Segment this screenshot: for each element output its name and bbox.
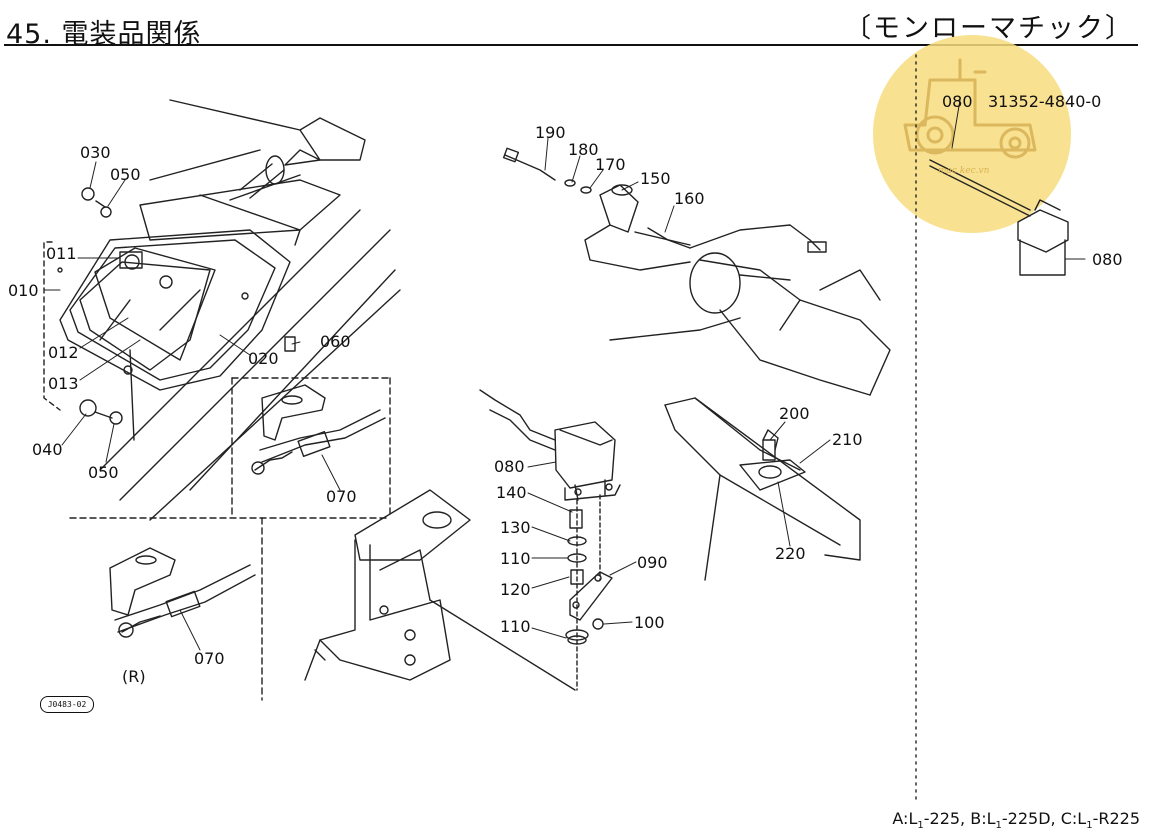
label-030: 030 <box>80 143 111 162</box>
label-190: 190 <box>535 123 566 142</box>
model-a-rest: -225, <box>923 809 966 828</box>
label-080-top: 080 <box>942 92 973 111</box>
label-070-lower: 070 <box>194 649 225 668</box>
label-040: 040 <box>32 440 63 459</box>
bracket-010 <box>43 241 61 411</box>
label-110-lower: 110 <box>500 617 531 636</box>
label-060: 060 <box>320 332 351 351</box>
model-a-sub: 1 <box>917 820 924 831</box>
label-080-center: 080 <box>494 457 525 476</box>
label-070-upper: 070 <box>326 487 357 506</box>
label-130: 130 <box>500 518 531 537</box>
label-140: 140 <box>496 483 527 502</box>
model-b: B:L <box>970 809 996 828</box>
label-012: 012 <box>48 343 79 362</box>
label-010: 010 <box>8 281 39 300</box>
header-divider <box>4 44 1138 46</box>
model-c: C:L <box>1060 809 1087 828</box>
label-220: 220 <box>775 544 806 563</box>
watermark-tractor <box>903 58 1037 159</box>
sensor-070-upper <box>251 384 386 475</box>
bracket-assembly <box>304 489 576 691</box>
model-b-rest: -225D, <box>1001 809 1056 828</box>
label-050-upper: 050 <box>110 165 141 184</box>
label-120: 120 <box>500 580 531 599</box>
label-013: 013 <box>48 374 79 393</box>
model-a: A:L <box>892 809 918 828</box>
label-160: 160 <box>674 189 705 208</box>
lever-assembly <box>664 397 861 581</box>
label-200: 200 <box>779 404 810 423</box>
label-050-lower: 050 <box>88 463 119 482</box>
label-170: 170 <box>595 155 626 174</box>
drawing-code: J0483-02 <box>40 696 94 713</box>
model-c-rest: -R225 <box>1092 809 1140 828</box>
label-011: 011 <box>46 244 77 263</box>
label-150: 150 <box>640 169 671 188</box>
model-list: A:L1-225, B:L1-225D, C:L1-R225 <box>892 809 1140 831</box>
sensor-070-lower <box>109 547 256 638</box>
label-180: 180 <box>568 140 599 159</box>
cable-assembly <box>502 147 891 396</box>
frame-lines <box>99 99 401 521</box>
part-080-right <box>929 159 1069 276</box>
switch-080-center <box>479 389 621 501</box>
label-020: 020 <box>248 349 279 368</box>
label-110-upper: 110 <box>500 549 531 568</box>
model-c-sub: 1 <box>1086 820 1093 831</box>
label-080-right: 080 <box>1092 250 1123 269</box>
watermark-text: mạc kec.vn <box>938 166 990 176</box>
variant-label: (R) <box>122 667 146 686</box>
label-100: 100 <box>634 613 665 632</box>
part-number: 31352-4840-0 <box>988 92 1102 111</box>
model-b-sub: 1 <box>995 820 1002 831</box>
instrument-panel <box>57 117 366 391</box>
label-210: 210 <box>832 430 863 449</box>
label-090: 090 <box>637 553 668 572</box>
